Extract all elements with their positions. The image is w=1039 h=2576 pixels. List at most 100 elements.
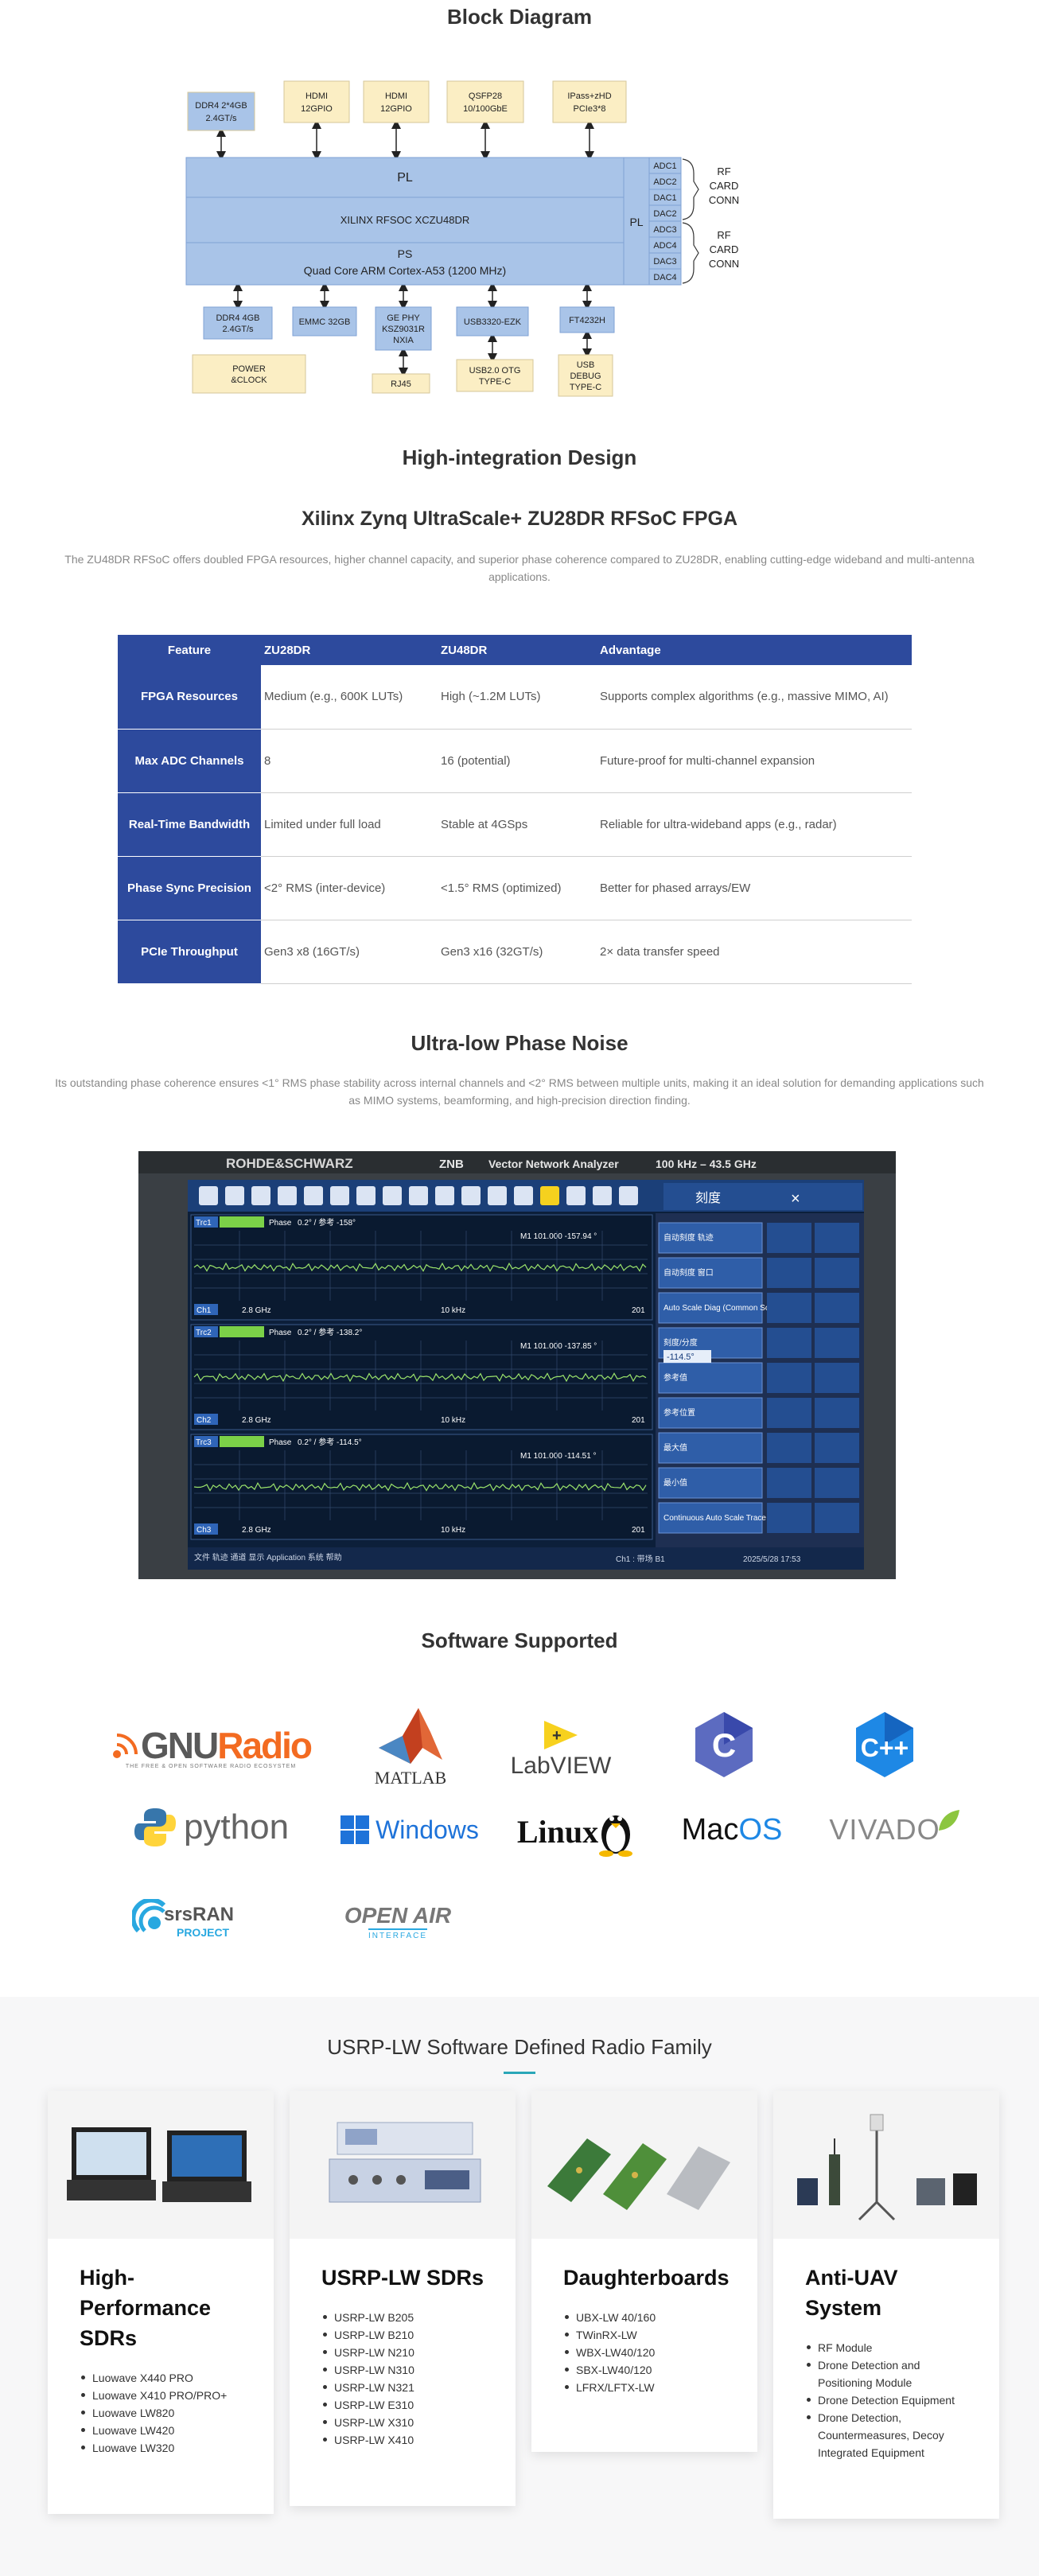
svg-text:DAC4: DAC4 <box>653 273 676 282</box>
list-item[interactable]: Luowave X410 PRO/PRO+ <box>80 2387 227 2404</box>
high-integration-subtitle: Xilinx Zynq UltraScale+ ZU28DR RFSoC FPG… <box>301 508 738 530</box>
vna-toolbar-icon <box>251 1186 270 1205</box>
list-item[interactable]: USRP-LW B210 <box>321 2326 414 2344</box>
converter-cell: ADC1 <box>648 157 682 174</box>
svg-text:Ch3: Ch3 <box>197 1526 212 1535</box>
svg-text:HDMI: HDMI <box>305 91 328 101</box>
list-item[interactable]: SBX-LW40/120 <box>563 2361 656 2379</box>
family-card-anti-uav[interactable]: Anti-UAV System RF Module Drone Detectio… <box>773 2091 999 2519</box>
ps-sub-label: Quad Core ARM Cortex-A53 (1200 MHz) <box>304 264 506 277</box>
svg-text:自动刻度 轨迹: 自动刻度 轨迹 <box>663 1232 714 1243</box>
svg-text:201: 201 <box>632 1306 645 1315</box>
logo-macos: MacOS <box>672 1804 792 1855</box>
c-language-icon: C <box>695 1712 753 1777</box>
row-feature-cell: Real-Time Bandwidth <box>118 792 261 857</box>
converter-cell: DAC1 <box>648 189 682 206</box>
vna-toolbar-icon <box>619 1186 638 1205</box>
family-card-high-performance[interactable]: High- Performance SDRs Luowave X440 PRO … <box>48 2091 274 2514</box>
cpp-language-icon: C++ <box>856 1712 913 1777</box>
card-list: Luowave X440 PRO Luowave X410 PRO/PRO+ L… <box>80 2369 227 2457</box>
svg-text:FT4232H: FT4232H <box>569 316 605 325</box>
svg-text:M1 101.000 -114.51 °: M1 101.000 -114.51 ° <box>520 1452 597 1461</box>
labview-icon: + <box>544 1720 578 1749</box>
phase-noise-description: Its outstanding phase coherence ensures … <box>55 1076 984 1107</box>
svg-text:Trc3: Trc3 <box>196 1438 212 1447</box>
svg-text:12GPIO: 12GPIO <box>301 104 333 114</box>
svg-text:Ch1: Ch1 <box>197 1306 212 1315</box>
svg-text:USB3320-EZK: USB3320-EZK <box>464 317 522 327</box>
header-feature: Feature <box>118 635 261 665</box>
svg-text:RJ45: RJ45 <box>391 379 411 389</box>
list-item[interactable]: Luowave LW420 <box>80 2422 227 2439</box>
list-item[interactable]: USRP-LW N310 <box>321 2361 414 2379</box>
table-cell: High (~1.2M LUTs) <box>438 665 597 730</box>
list-item[interactable]: Drone Detection Equipment <box>805 2391 972 2409</box>
list-item[interactable]: WBX-LW40/120 <box>563 2344 656 2361</box>
list-item[interactable]: USRP-LW X310 <box>321 2414 414 2431</box>
table-cell: Gen3 x8 (16GT/s) <box>261 920 438 984</box>
ps-label: PS <box>398 247 413 260</box>
table-cell: Stable at 4GSps <box>438 792 597 857</box>
list-item[interactable]: Luowave LW320 <box>80 2439 227 2457</box>
svg-text:GE PHY: GE PHY <box>387 313 420 323</box>
vna-menu-title: 刻度 <box>695 1191 721 1205</box>
list-item[interactable]: RF Module <box>805 2339 972 2356</box>
svg-text:参考值: 参考值 <box>663 1372 687 1383</box>
svg-text:M1 101.000 -157.94 °: M1 101.000 -157.94 ° <box>520 1232 597 1241</box>
list-item[interactable]: LFRX/LFTX-LW <box>563 2379 656 2396</box>
vna-name: Vector Network Analyzer <box>488 1158 619 1170</box>
windows-text: Windows <box>376 1815 479 1844</box>
list-item[interactable]: Drone Detection, Countermeasures, Decoy … <box>805 2409 972 2461</box>
svg-text:PCIe3*8: PCIe3*8 <box>574 104 606 114</box>
pl-label: PL <box>397 171 413 185</box>
card-title: USRP-LW SDRs <box>321 2266 484 2290</box>
card-image-anti-uav <box>773 2091 999 2239</box>
converter-cell: ADC3 <box>648 220 682 238</box>
logo-linux: Linux <box>516 1800 635 1863</box>
list-item[interactable]: TWinRX-LW <box>563 2326 656 2344</box>
matlab-icon <box>379 1708 442 1764</box>
vna-toolbar-icon <box>278 1186 297 1205</box>
macos-text: MacOS <box>681 1812 783 1846</box>
logo-python: python <box>119 1800 302 1855</box>
table-cell: 8 <box>261 729 438 793</box>
phase-noise-title: Ultra-low Phase Noise <box>411 1031 628 1055</box>
block-diagram: PL XILINX RFSOC XCZU48DR PS Quad Core AR… <box>185 80 739 397</box>
card-image-laptops <box>48 2091 274 2239</box>
vna-side-item: 参考位置 <box>658 1397 859 1429</box>
svg-text:最小值: 最小值 <box>663 1477 687 1488</box>
list-item[interactable]: USRP-LW X410 <box>321 2431 414 2449</box>
rf-card-label: RF <box>717 165 730 177</box>
list-item[interactable]: USRP-LW N321 <box>321 2379 414 2396</box>
family-card-daughterboards[interactable]: Daughterboards UBX-LW 40/160 TWinRX-LW W… <box>531 2091 757 2452</box>
svg-text:M1 101.000 -137.85 °: M1 101.000 -137.85 ° <box>520 1342 597 1351</box>
vna-brand: ROHDE&SCHWARZ <box>226 1156 353 1171</box>
list-item[interactable]: USRP-LW B205 <box>321 2309 414 2326</box>
list-item[interactable]: Luowave X440 PRO <box>80 2369 227 2387</box>
card-list: USRP-LW B205 USRP-LW B210 USRP-LW N210 U… <box>321 2309 414 2449</box>
svg-text:DAC3: DAC3 <box>653 257 676 267</box>
lower-box: RJ45 <box>372 373 430 394</box>
list-item[interactable]: USRP-LW N210 <box>321 2344 414 2361</box>
list-item[interactable]: Luowave LW820 <box>80 2404 227 2422</box>
vivado-text: VIVADO <box>829 1813 940 1846</box>
family-card-usrp-lw-sdrs[interactable]: USRP-LW SDRs USRP-LW B205 USRP-LW B210 U… <box>290 2091 516 2506</box>
table-cell: Supports complex algorithms (e.g., massi… <box>597 665 912 730</box>
svg-text:参考位置: 参考位置 <box>663 1407 695 1418</box>
table-cell: Better for phased arrays/EW <box>597 856 912 920</box>
python-text: python <box>183 1807 290 1846</box>
svg-text:Ch2: Ch2 <box>197 1416 212 1425</box>
svg-text:C++: C++ <box>861 1734 909 1762</box>
card-title: High- Performance SDRs <box>80 2266 212 2350</box>
list-item[interactable]: UBX-LW 40/160 <box>563 2309 656 2326</box>
svg-text:Continuous Auto Scale Trace: Continuous Auto Scale Trace <box>663 1514 766 1523</box>
list-item[interactable]: Drone Detection and Positioning Module <box>805 2356 972 2391</box>
list-item[interactable]: USRP-LW E310 <box>321 2396 414 2414</box>
